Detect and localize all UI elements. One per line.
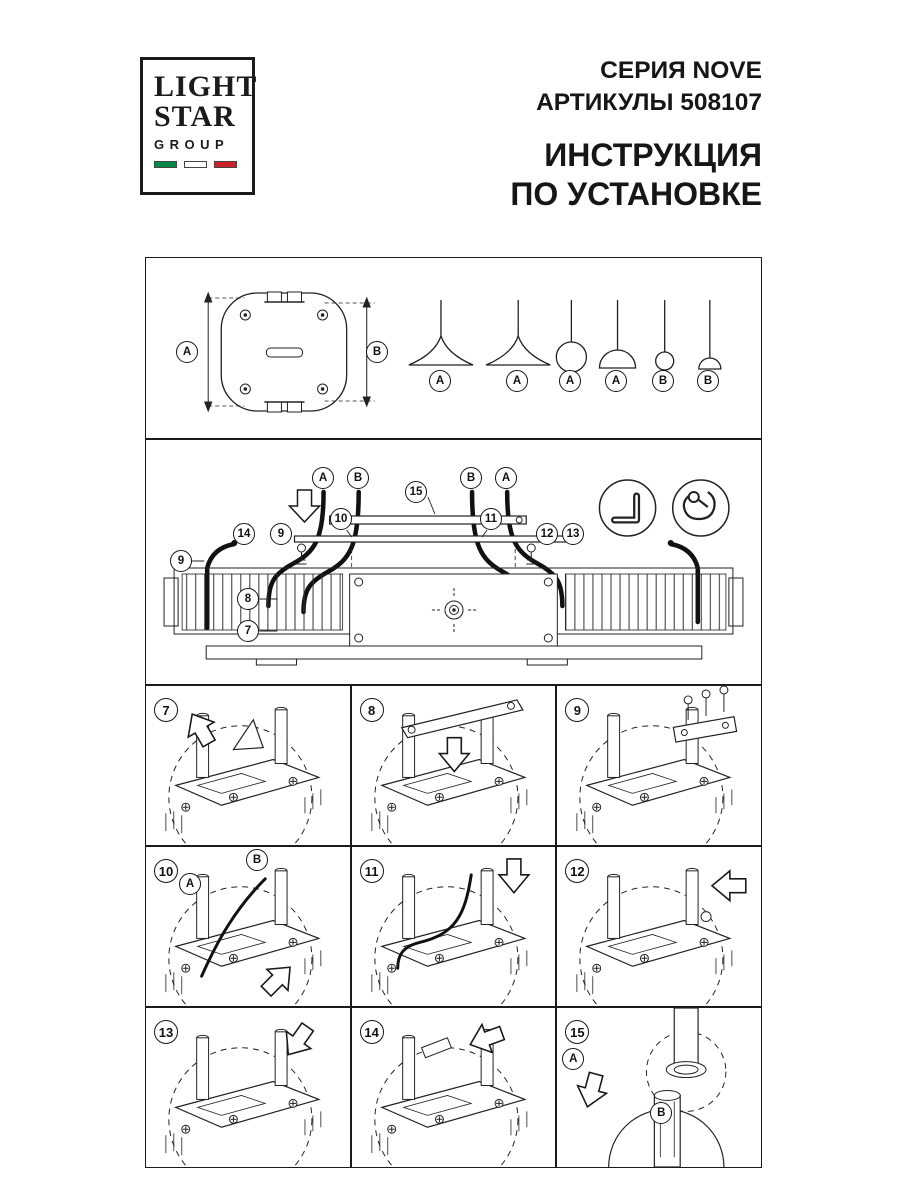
shade-silhouettes	[408, 300, 722, 373]
wire-letter-badge: B	[347, 467, 369, 489]
shade-label: A	[429, 370, 451, 392]
part-callout: 7	[237, 620, 259, 642]
part-callout: 15	[405, 481, 427, 503]
part-callout: 14	[233, 523, 255, 545]
step-number-badge: 13	[154, 1020, 178, 1044]
instruction-title-line1: ИНСТРУКЦИЯ	[544, 136, 762, 173]
step-panel-13: 13	[145, 1007, 351, 1168]
step-panel-10: 10 B A	[145, 846, 351, 1007]
step-number-badge: 10	[154, 859, 178, 883]
italy-flag-icon	[154, 161, 244, 168]
articles-title: АРТИКУЛЫ 508107	[536, 89, 762, 117]
logo-word-star: STAR	[154, 100, 236, 133]
step-number-badge: 8	[359, 698, 384, 722]
shade-label: B	[652, 370, 674, 392]
step-11-illustration	[370, 858, 530, 1006]
part-callout: 11	[480, 508, 502, 530]
flag-white-segment	[184, 161, 207, 168]
step-14-illustration	[370, 1018, 528, 1167]
hex-key-icon	[598, 479, 657, 537]
diagram-sheet: A B A A A A B B	[145, 257, 762, 1168]
header-titles: СЕРИЯ NOVE АРТИКУЛЫ 508107 ИНСТРУКЦИЯ ПО…	[510, 55, 762, 214]
screws	[684, 686, 729, 720]
step-number-badge: 11	[359, 859, 384, 883]
part-callout: 9	[270, 523, 292, 545]
lightstar-logo: LIGHT STAR GROUP	[140, 57, 258, 195]
direction-arrow-icon	[711, 870, 747, 902]
step-panel-9: 9	[556, 685, 762, 846]
step-number-badge: 12	[565, 859, 590, 883]
wire-letter-badge: B	[460, 467, 482, 489]
wire-letter-badge: B	[246, 849, 268, 871]
series-title: СЕРИЯ NOVE	[600, 57, 762, 84]
part-callout: 9	[170, 550, 192, 572]
direction-arrow-icon	[254, 955, 302, 1003]
step-number-badge: 14	[359, 1020, 384, 1044]
wire-letter-badge: A	[495, 467, 517, 489]
wire-letter-badge: B	[650, 1102, 673, 1124]
wire-letter-badge: A	[179, 873, 201, 895]
step-8-illustration	[370, 699, 528, 845]
insert-arrow-icon	[287, 489, 322, 524]
right-fin-bank	[564, 573, 727, 631]
wire-letter-badge: A	[312, 467, 334, 489]
part-callout: 10	[330, 508, 352, 530]
dim-b-badge: B	[366, 341, 388, 363]
step-15-illustration	[572, 1008, 727, 1167]
left-fin-bank	[181, 573, 344, 631]
flag-red-segment	[214, 161, 237, 168]
step-panel-11: 11	[350, 846, 557, 1007]
center-target	[431, 588, 477, 632]
mounting-plate-diagram	[203, 291, 722, 413]
shade-label: A	[559, 370, 581, 392]
step-7-illustration	[165, 705, 322, 845]
parts-panel: A B A A A A B B	[145, 257, 762, 439]
step-panel-15: 15 A B	[556, 1007, 762, 1168]
step-panel-7: 7	[145, 685, 351, 846]
part-callout: 8	[237, 588, 259, 610]
flag-green-segment	[154, 161, 177, 168]
part-callout: 12	[536, 523, 558, 545]
logo-word-light: LIGHT	[154, 70, 258, 103]
dim-a-badge: A	[176, 341, 198, 363]
instruction-title-line2: ПО УСТАНОВКЕ	[510, 175, 762, 212]
step-number-badge: 7	[154, 698, 178, 722]
shade-label: A	[605, 370, 627, 392]
step-10-illustration	[165, 867, 322, 1006]
direction-arrow-icon	[572, 1069, 612, 1112]
step-panel-8: 8	[350, 685, 557, 846]
step-12-illustration	[576, 867, 747, 1006]
shade-label: A	[506, 370, 528, 392]
direction-arrow-icon	[497, 858, 530, 894]
overview-panel: A B B A 14 9 9 8 7 10 15 11 12 13	[145, 439, 762, 685]
step-panel-14: 14	[350, 1007, 557, 1168]
wire-letter-badge: A	[562, 1048, 585, 1070]
screw-icon	[296, 543, 537, 565]
exploded-assembly-diagram	[163, 479, 744, 666]
step-9-illustration	[576, 686, 738, 845]
part-callout: 13	[562, 523, 584, 545]
shade-label: B	[697, 370, 719, 392]
step-panel-12: 12	[556, 846, 762, 1007]
hand-tighten-icon	[671, 479, 730, 537]
step-number-badge: 15	[565, 1020, 590, 1044]
step-number-badge: 9	[565, 698, 590, 722]
logo-word-group: GROUP	[154, 137, 230, 152]
